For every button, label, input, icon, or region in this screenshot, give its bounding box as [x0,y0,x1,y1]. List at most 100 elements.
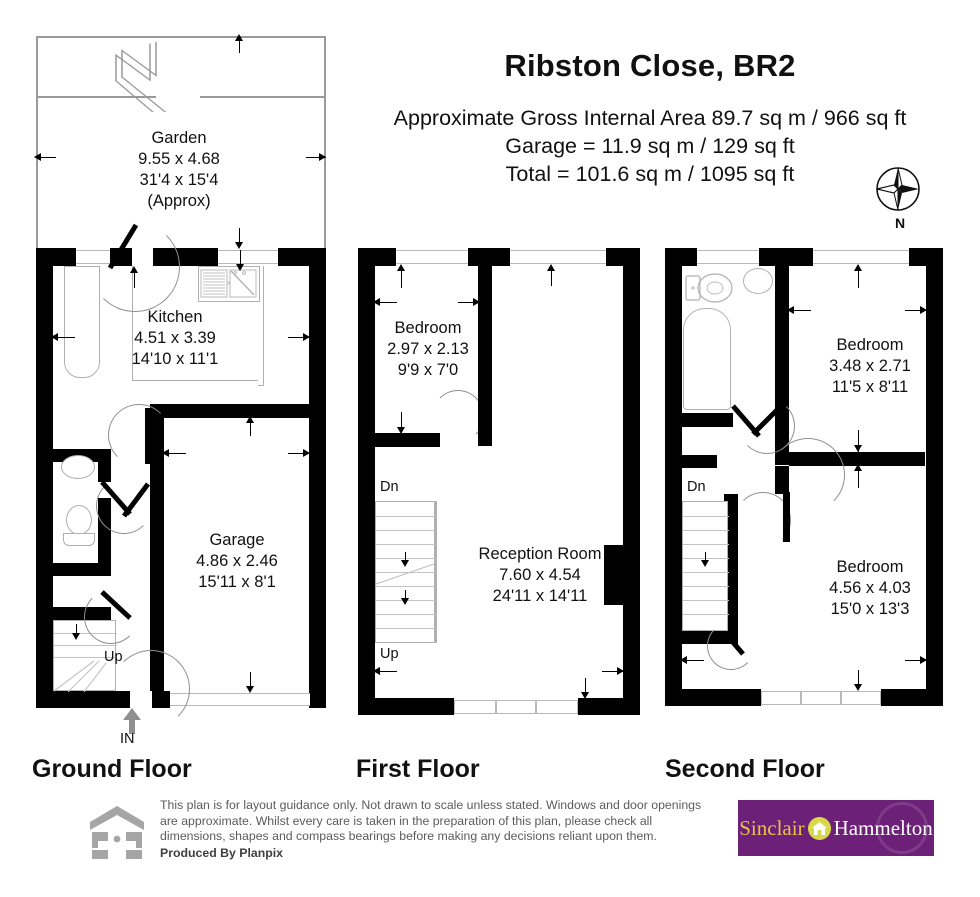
wall-bottom-right [881,689,943,706]
door-leaf-hall-kitchen [145,408,152,464]
bay-window-seg-1 [761,691,801,705]
room-dim-note: (Approx) [147,192,211,210]
agent-logo[interactable]: Sinclair Hammelton [738,800,934,856]
compass-north-label: N [894,215,906,231]
bathroom-toilet-icon [685,273,733,303]
room-dim-imperial: 14'10 x 11'1 [131,350,219,368]
garden-boundary-top [36,36,326,38]
entrance-arrow-icon [123,708,141,734]
room-name: Bedroom [394,319,462,337]
first-floor-plan: Bedroom 2.97 x 2.13 9'9 x 7'0 Reception … [350,0,640,783]
wall-hall-garage [150,404,164,691]
wc-toilet-cistern-icon [63,533,95,546]
second-floor-plan: Bedroom 3.48 x 2.71 11'5 x 8'11 Bedroom … [655,0,955,783]
wall-wc-bottom [53,563,111,576]
wall-bottom-left [358,698,454,715]
door-arc-bedroom-first [432,390,484,442]
area-line-total: Total = 101.6 sq m / 1095 sq ft [505,162,795,186]
wall-bottom-left [36,691,130,708]
garden-boundary-right [324,36,326,248]
area-summary: Approximate Gross Internal Area 89.7 sq … [355,104,945,188]
floor-title-first: First Floor [356,755,480,783]
footer-disclaimer: This plan is for layout guidance only. N… [160,798,716,861]
room-label-garden: Garden 9.55 x 4.68 31'4 x 15'4 (Approx) [104,128,254,212]
door-leaf-bedroom-first [478,390,485,438]
room-dim-metric: 4.56 x 4.03 [829,579,911,597]
wall-right-outer [926,248,943,706]
room-dim-imperial: 15'0 x 13'3 [830,600,910,618]
area-line-gross: Approximate Gross Internal Area 89.7 sq … [393,106,907,130]
room-name: Garage [209,531,265,549]
room-dim-metric: 2.97 x 2.13 [387,340,469,358]
area-line-garage: Garage = 11.9 sq m / 129 sq ft [505,134,795,158]
compass-rose-icon [876,167,920,211]
garden-zigzag-icon [115,42,167,112]
door-leaf-under-stairs [100,590,132,620]
door-arc-bedroom-b [735,492,791,548]
door-arc-entrance [112,650,190,728]
wall-bottom-left [665,689,761,706]
wall-right-outer [623,248,640,698]
stairs-dn-label-second: Dn [687,479,706,495]
wall-top-b [759,248,813,266]
kitchen-counter-right [258,266,264,386]
page-title: Ribston Close, BR2 [504,48,796,83]
door-leaf-wc [100,480,150,518]
bathroom-bath-icon [683,308,731,410]
kitchen-sink-icon [200,269,257,298]
bay-window-seg-3 [841,691,881,705]
room-label-garage: Garage 4.86 x 2.46 15'11 x 8'1 [157,530,317,593]
room-label-reception: Reception Room 7.60 x 4.54 24'11 x 14'11 [440,544,640,607]
compass-rose: N [872,165,928,235]
window-first-top-2 [510,250,606,264]
wall-bottom-right [578,698,640,715]
door-arc-hall-kitchen [108,404,170,466]
room-dim-imperial: 15'11 x 8'1 [198,573,276,591]
planpix-logo-icon [90,806,144,859]
garage-door-opening [170,693,310,706]
agent-logo-watermark-icon [876,802,928,854]
window-first-top-1 [396,250,468,264]
kitchen-counter-run [132,380,264,386]
window-second-top-2 [813,250,909,264]
wc-toilet-bowl-icon [66,505,92,535]
wall-bedroom-bottom [358,433,440,447]
stairs-break-line [376,563,435,585]
room-name: Reception Room [478,545,602,563]
window-second-top-1 [697,250,759,264]
room-dim-metric: 9.55 x 4.68 [138,150,220,168]
room-dim-imperial: 11'5 x 8'11 [831,378,909,396]
door-arc-wc [96,478,152,534]
room-label-bedroom-second-b: Bedroom 4.56 x 4.03 15'0 x 13'3 [795,557,945,620]
stairs-up-label-first: Up [380,646,399,662]
garden-boundary-left [36,36,38,248]
room-name: Bedroom [836,336,904,354]
room-name: Garden [151,129,207,147]
door-arc-bathroom [739,398,795,454]
wall-bathroom-bottom [665,413,733,427]
door-leaf-bathroom [731,400,787,438]
room-label-bedroom-first: Bedroom 2.97 x 2.13 9'9 x 7'0 [378,318,478,381]
door-leaf-garden [108,223,139,270]
agent-name-part2: Hammelton [833,815,933,840]
wall-landing-cupboard-bottom [665,455,717,468]
wall-kitchen-garage-divider [150,404,310,418]
stairs-winder-lines [54,660,107,692]
wall-top-b [468,248,510,266]
door-arc-garden [90,222,180,312]
door-arc-bedroom-a [771,438,845,512]
agent-logo-text: Sinclair Hammelton [738,800,934,856]
bay-window-seg-2 [496,700,536,714]
window-ground-top-2 [218,250,278,264]
entrance-in-label: IN [120,731,135,747]
room-label-kitchen: Kitchen 4.51 x 3.39 14'10 x 11'1 [95,307,255,370]
wall-chimney-breast [604,545,624,605]
room-dim-metric: 7.60 x 4.54 [499,566,581,584]
wall-left-outer [665,248,682,706]
floor-title-ground: Ground Floor [32,755,192,783]
second-floor-stairs [682,501,729,631]
room-label-bedroom-second-a: Bedroom 3.48 x 2.71 11'5 x 8'11 [805,335,935,398]
stairs-rail-first [435,501,437,643]
stairs-up-label: Up [104,649,123,665]
bay-window-seg-2 [801,691,841,705]
